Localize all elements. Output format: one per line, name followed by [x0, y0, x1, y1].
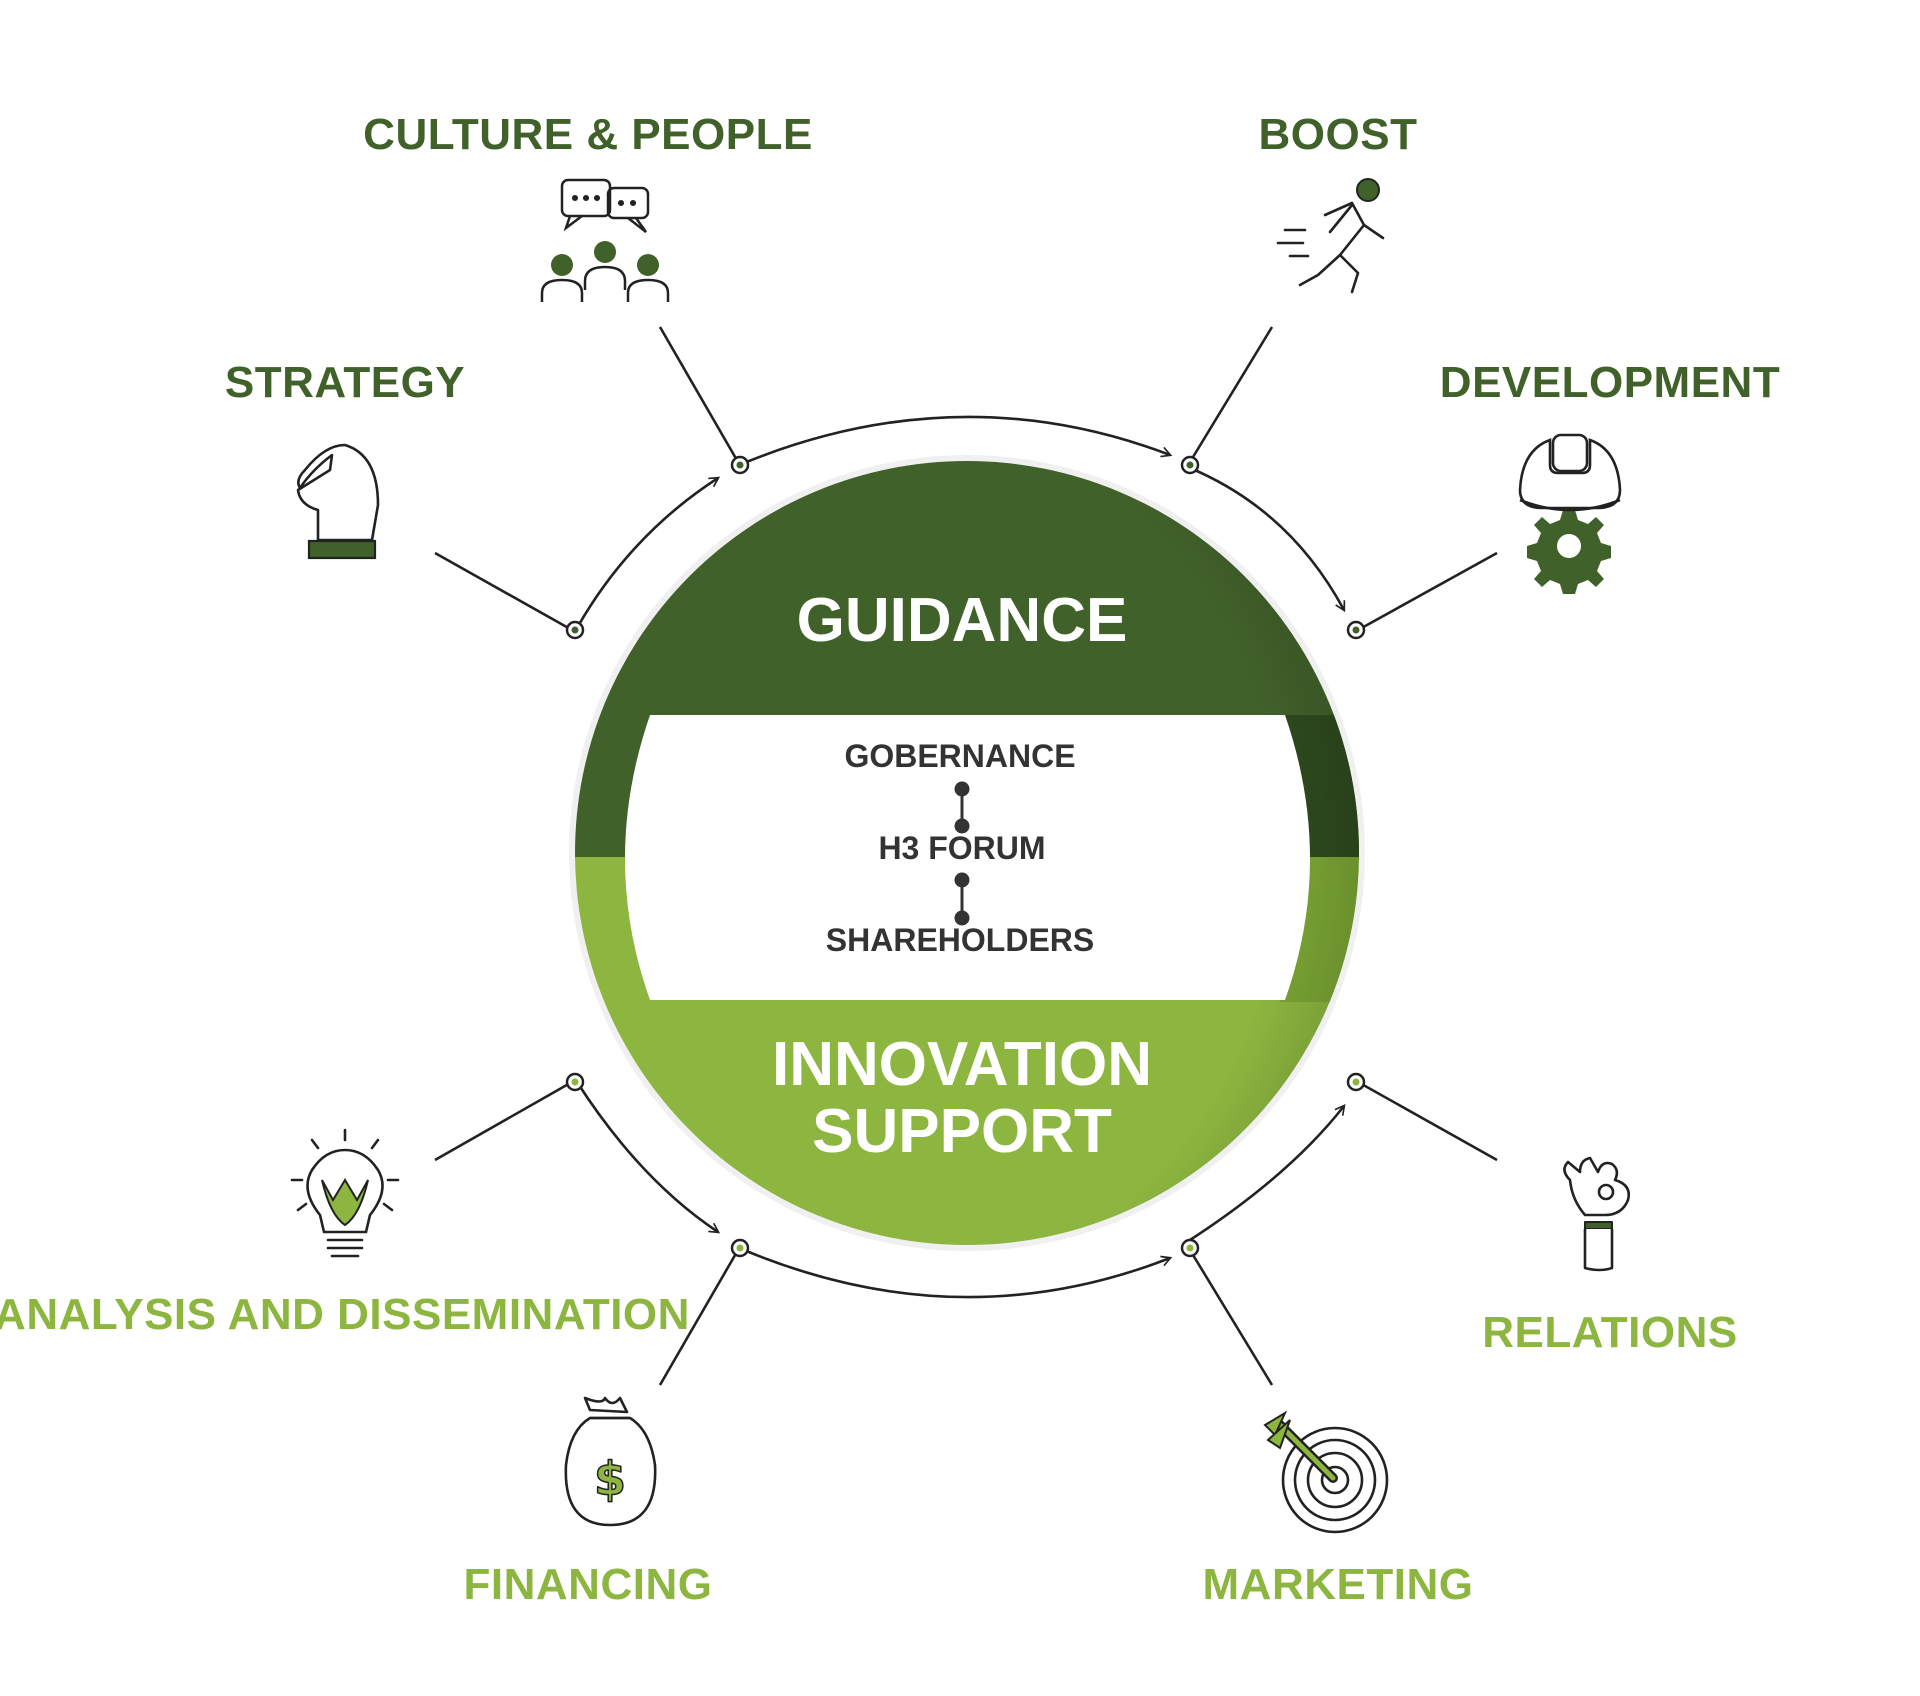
- cycle-arrows: [575, 415, 1346, 1299]
- center-bottom-label: INNOVATION SUPPORT: [771, 1030, 1153, 1166]
- label-boost: BOOST: [1258, 110, 1418, 159]
- ok-hand-icon: [1563, 1156, 1630, 1272]
- target-arrow-icon: [1263, 1410, 1389, 1534]
- connector-dots: [565, 455, 1366, 1258]
- people-chat-icon: [540, 178, 670, 302]
- band-item-shareholders: SHAREHOLDERS: [825, 922, 1095, 958]
- center-bottom-line2: SUPPORT: [812, 1096, 1112, 1166]
- label-culture-people: CULTURE & PEOPLE: [363, 110, 813, 159]
- svg-text:$: $: [594, 1452, 626, 1506]
- lightbulb-icon: [290, 1128, 400, 1258]
- label-relations: RELATIONS: [1482, 1308, 1738, 1357]
- label-development: DEVELOPMENT: [1439, 358, 1781, 407]
- hard-hat-gear-icon: [1518, 433, 1622, 594]
- running-person-icon: [1276, 178, 1385, 294]
- money-bag-icon: $: [564, 1396, 657, 1527]
- band-item-h3-forum: H3 FORUM: [878, 830, 1046, 866]
- label-marketing: MARKETING: [1202, 1560, 1474, 1609]
- label-strategy: STRATEGY: [224, 358, 466, 407]
- center-bottom-line1: INNOVATION: [771, 1030, 1153, 1099]
- label-analysis-dissemination: ANALYSIS AND DISSEMINATION: [0, 1290, 690, 1339]
- band-connectors: [954, 781, 970, 926]
- chess-knight-icon: [296, 443, 380, 560]
- label-financing: FINANCING: [463, 1560, 713, 1609]
- center-top-label: GUIDANCE: [796, 586, 1128, 655]
- connector-lines: [434, 326, 1498, 1386]
- band-item-gobernance: GOBERNANCE: [844, 738, 1076, 774]
- center-band: [625, 715, 1310, 1000]
